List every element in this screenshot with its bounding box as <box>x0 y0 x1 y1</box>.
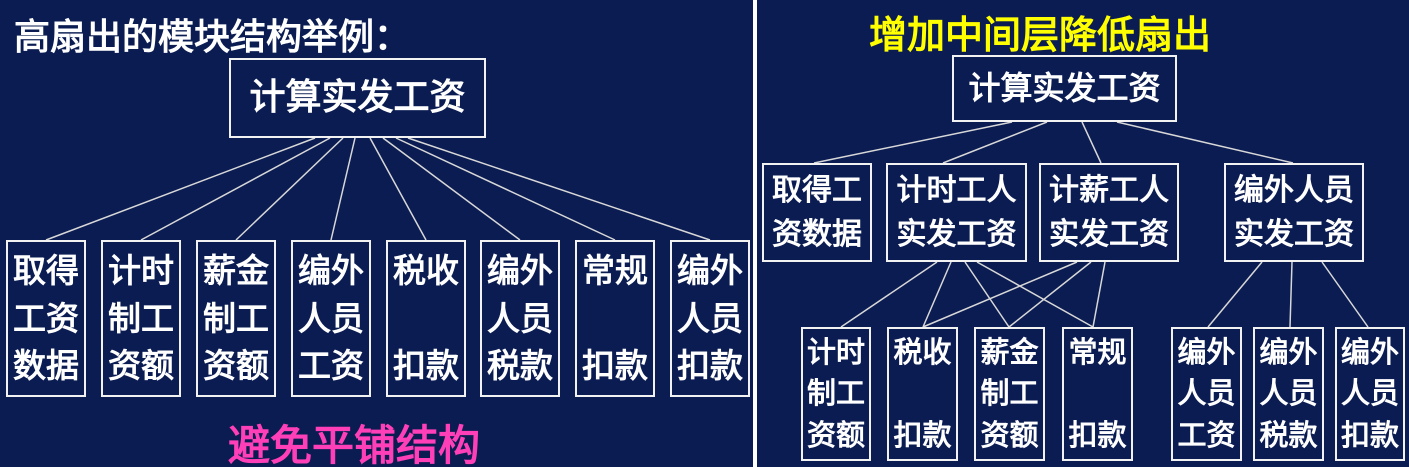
right-leaf-box: 编外 人员 扣款 <box>1335 327 1405 461</box>
left-child-box: 税收 扣款 <box>386 240 466 397</box>
connector-line <box>382 137 521 241</box>
right-leaf-box: 薪金 制工 资额 <box>974 327 1045 461</box>
connector-line <box>942 121 1048 164</box>
right-panel: 增加中间层降低扇出 计算实发工资 取得工 资数据 计时工人 实发工资 计薪工人 … <box>757 0 1409 467</box>
connector-line <box>1116 121 1294 164</box>
left-note: 避免平铺结构 <box>228 421 481 467</box>
connector-line <box>140 137 331 241</box>
right-mid-box: 计薪工人 实发工资 <box>1039 163 1179 262</box>
right-mid-box: 编外人员 实发工资 <box>1224 163 1364 262</box>
left-panel: 高扇出的模块结构举例： 计算实发工资 取得 工资 数据 计时 制工 资额 薪金 … <box>0 0 753 467</box>
left-title: 高扇出的模块结构举例： <box>14 17 411 58</box>
left-child-box: 编外 人员 税款 <box>480 240 560 397</box>
connector-line <box>369 137 427 241</box>
connector-line <box>395 137 616 241</box>
connector-line <box>235 137 344 241</box>
connector-line <box>45 137 316 241</box>
connector-line <box>1092 261 1106 328</box>
connector-line <box>976 261 1094 328</box>
left-connectors <box>45 137 711 241</box>
connector-line <box>1289 261 1293 328</box>
left-child-box: 常规 扣款 <box>575 240 655 397</box>
right-title: 增加中间层降低扇出 <box>869 13 1212 57</box>
connector-line <box>1081 121 1102 164</box>
left-child-box: 计时 制工 资额 <box>101 240 181 397</box>
right-root-box: 计算实发工资 <box>952 55 1177 122</box>
right-mid-box: 计时工人 实发工资 <box>886 163 1027 262</box>
right-leaf-box: 编外 人员 税款 <box>1253 327 1324 461</box>
connector-line <box>1321 261 1369 328</box>
left-child-box: 薪金 制工 资额 <box>196 240 276 397</box>
left-child-box: 编外 人员 扣款 <box>670 240 750 397</box>
connector-line <box>1207 261 1263 328</box>
right-mid-box: 取得工 资数据 <box>762 163 872 262</box>
right-leaf-box: 常规 扣款 <box>1062 327 1133 461</box>
connector-line <box>840 261 938 328</box>
right-connectors <box>813 121 1369 328</box>
connector-line <box>964 261 1010 328</box>
connector-line <box>407 137 711 241</box>
connector-line <box>922 261 1078 328</box>
connector-line <box>330 137 356 241</box>
left-child-box: 取得 工资 数据 <box>6 240 86 397</box>
right-leaf-box: 税收 扣款 <box>887 327 958 461</box>
left-root-box: 计算实发工资 <box>229 58 486 138</box>
right-leaf-box: 计时 制工 资额 <box>801 327 871 461</box>
panel-divider <box>753 0 757 467</box>
connector-line <box>813 121 1013 164</box>
connector-line <box>922 261 952 328</box>
left-child-box: 编外 人员 工资 <box>291 240 371 397</box>
connector-line <box>1008 261 1092 328</box>
right-leaf-box: 编外 人员 工资 <box>1171 327 1242 461</box>
